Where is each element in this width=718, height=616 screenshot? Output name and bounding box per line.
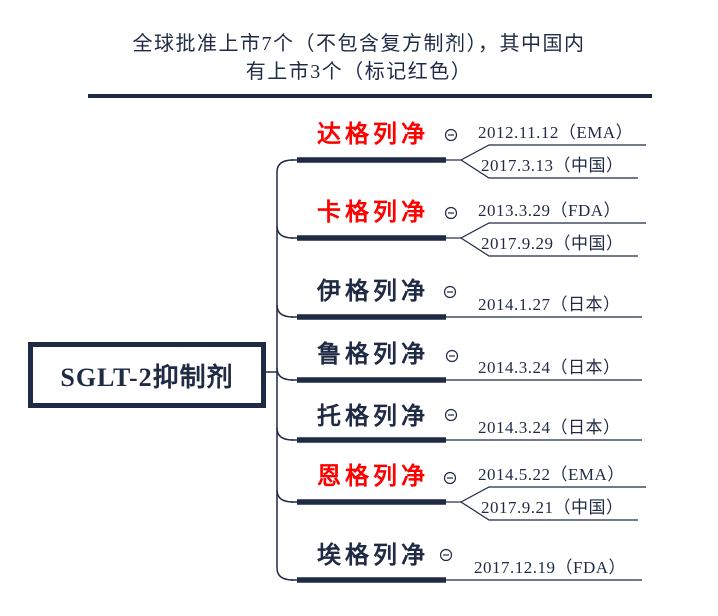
branch-1-topic[interactable]: 达格列净	[317, 122, 429, 148]
page-title: 全球批准上市7个（不包含复方制剂），其中国内 有上市3个（标记红色）	[0, 30, 718, 86]
branch-6-elbow	[276, 489, 294, 503]
branch-5-collapse-group[interactable]	[444, 408, 458, 422]
branch-6-date-2-underline	[460, 501, 638, 521]
branch-4-topic[interactable]: 鲁格列净	[317, 342, 429, 368]
root-topic-label: SGLT-2抑制剂	[60, 362, 234, 392]
branch-6-date-1[interactable]: 2014.5.22（EMA）	[478, 465, 625, 484]
branch-3-topic[interactable]: 伊格列净	[317, 279, 429, 305]
collapse-minus-icon[interactable]	[439, 548, 453, 562]
branch-1-collapse-group[interactable]	[444, 128, 458, 142]
branch-2-date-1-underline	[460, 222, 646, 239]
branch-2-collapse-group[interactable]	[444, 206, 458, 220]
collapse-minus-icon[interactable]	[444, 128, 458, 142]
page-title-line2: 有上市3个（标记红色）	[245, 61, 473, 83]
branch-1-date-2[interactable]: 2017.3.13（中国）	[481, 156, 624, 175]
branch-2-date-2-underline	[460, 237, 638, 257]
branch-2-date-2[interactable]: 2017.9.29（中国）	[481, 234, 624, 253]
collapse-minus-icon[interactable]	[443, 471, 457, 485]
title-divider	[88, 94, 652, 98]
branch-1-date-2-underline	[460, 159, 638, 179]
branch-6-collapse-group[interactable]	[443, 471, 457, 485]
branch-7-collapse-group[interactable]	[439, 548, 453, 562]
branch-3-collapse-group[interactable]	[443, 285, 457, 299]
collapse-minus-icon[interactable]	[443, 285, 457, 299]
branch-4-date-1[interactable]: 2014.3.24（日本）	[478, 358, 621, 377]
branch-6-date-2[interactable]: 2017.9.21（中国）	[481, 498, 624, 517]
branch-3-date-1[interactable]: 2014.1.27（日本）	[478, 295, 621, 314]
collapse-minus-icon[interactable]	[445, 349, 459, 363]
branch-7-topic[interactable]: 埃格列净	[317, 543, 429, 569]
branch-1-date-1-underline	[460, 144, 646, 161]
collapse-minus-icon[interactable]	[444, 206, 458, 220]
spine-line	[276, 159, 294, 581]
branch-2-topic[interactable]: 卡格列净	[317, 200, 429, 226]
branch-7-date-1[interactable]: 2017.12.19（FDA）	[474, 558, 627, 577]
branch-5-date-1[interactable]: 2014.3.24（日本）	[478, 418, 621, 437]
branch-4-elbow	[276, 367, 294, 381]
branch-3-elbow	[276, 304, 294, 318]
root-topic-node[interactable]: SGLT-2抑制剂	[28, 342, 266, 408]
branch-5-elbow	[276, 427, 294, 441]
branch-5-topic[interactable]: 托格列净	[317, 404, 429, 430]
collapse-minus-icon[interactable]	[444, 408, 458, 422]
branch-2-date-1[interactable]: 2013.3.29（FDA）	[478, 201, 622, 220]
branch-2-elbow	[276, 225, 294, 239]
branch-6-topic[interactable]: 恩格列净	[317, 464, 429, 490]
page-title-line1: 全球批准上市7个（不包含复方制剂），其中国内	[132, 33, 586, 55]
branch-4-collapse-group[interactable]	[445, 349, 459, 363]
branch-1-date-1[interactable]: 2012.11.12（EMA）	[478, 123, 634, 142]
branch-6-date-1-underline	[460, 486, 646, 503]
